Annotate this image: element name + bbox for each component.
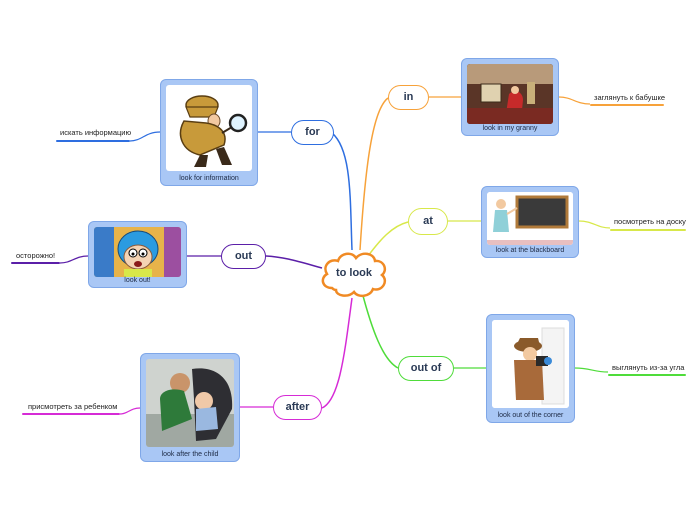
branch-for-label: for — [305, 126, 320, 138]
wire-center-outof — [361, 291, 399, 369]
branch-in-label: in — [403, 91, 414, 103]
wire-center-at — [367, 221, 409, 257]
card-caption: look in my granny — [482, 125, 538, 132]
branch-at[interactable]: at — [408, 208, 448, 235]
card-look-out[interactable]: look out! — [88, 221, 187, 288]
detective-icon — [166, 85, 252, 171]
note-in: заглянуть к бабушке — [594, 93, 666, 102]
card-look-in-my-granny[interactable]: look in my granny — [461, 58, 559, 136]
wire-center-after — [321, 297, 353, 409]
branch-out[interactable]: out — [221, 244, 266, 269]
note-after: присмотреть за ребенком — [28, 402, 118, 411]
note-underline-for — [56, 140, 130, 142]
card-caption: look after the child — [161, 451, 219, 458]
central-topic[interactable]: to look — [318, 248, 390, 300]
living-room-photo-icon — [467, 64, 553, 124]
card-look-after-the-child[interactable]: look after the child — [140, 353, 240, 462]
note-underline-after — [22, 413, 120, 415]
card-caption: look out of the corner — [497, 412, 564, 419]
branch-out-label: out — [234, 250, 253, 262]
cartoon-boy-icon — [94, 227, 181, 277]
branch-out-of[interactable]: out of — [398, 356, 454, 381]
wire-center-for — [331, 132, 353, 251]
wire-after-note — [119, 407, 141, 415]
wire-center-out — [265, 255, 323, 269]
wire-outof-note — [574, 367, 609, 373]
spy-camera-icon — [492, 320, 569, 408]
branch-out-of-label: out of — [410, 362, 442, 374]
note-underline-in — [590, 104, 664, 106]
wire-out-note — [59, 255, 89, 264]
note-underline-at — [610, 229, 686, 231]
note-underline-out-of — [608, 374, 686, 376]
central-topic-label: to look — [335, 267, 373, 279]
note-underline-out — [11, 262, 60, 264]
note-out: осторожно! — [16, 251, 56, 260]
cloud-shape — [321, 252, 387, 298]
branch-for[interactable]: for — [291, 120, 334, 145]
branch-at-label: at — [423, 215, 433, 227]
branch-after[interactable]: after — [273, 395, 322, 420]
card-caption: look at the blackboard — [495, 247, 565, 254]
card-caption: look out! — [124, 277, 151, 284]
note-out-of: выглянуть из-за угла — [612, 363, 685, 372]
wire-in-note — [558, 96, 591, 105]
card-look-out-of-the-corner[interactable]: look out of the corner — [486, 314, 575, 423]
branch-after-label: after — [285, 401, 310, 413]
card-look-at-the-blackboard[interactable]: look at the blackboard — [481, 186, 579, 258]
teacher-blackboard-icon — [487, 192, 573, 245]
card-caption: look for information — [179, 175, 239, 182]
card-look-for-information[interactable]: look for information — [160, 79, 258, 186]
wire-center-in — [359, 97, 389, 251]
note-for: искать информацию — [60, 128, 132, 137]
wire-for-note — [129, 131, 161, 142]
note-at: посмотреть на доску — [614, 217, 686, 226]
wire-at-note — [578, 220, 611, 229]
branch-in[interactable]: in — [388, 85, 429, 110]
parent-child-photo-icon — [146, 359, 234, 447]
